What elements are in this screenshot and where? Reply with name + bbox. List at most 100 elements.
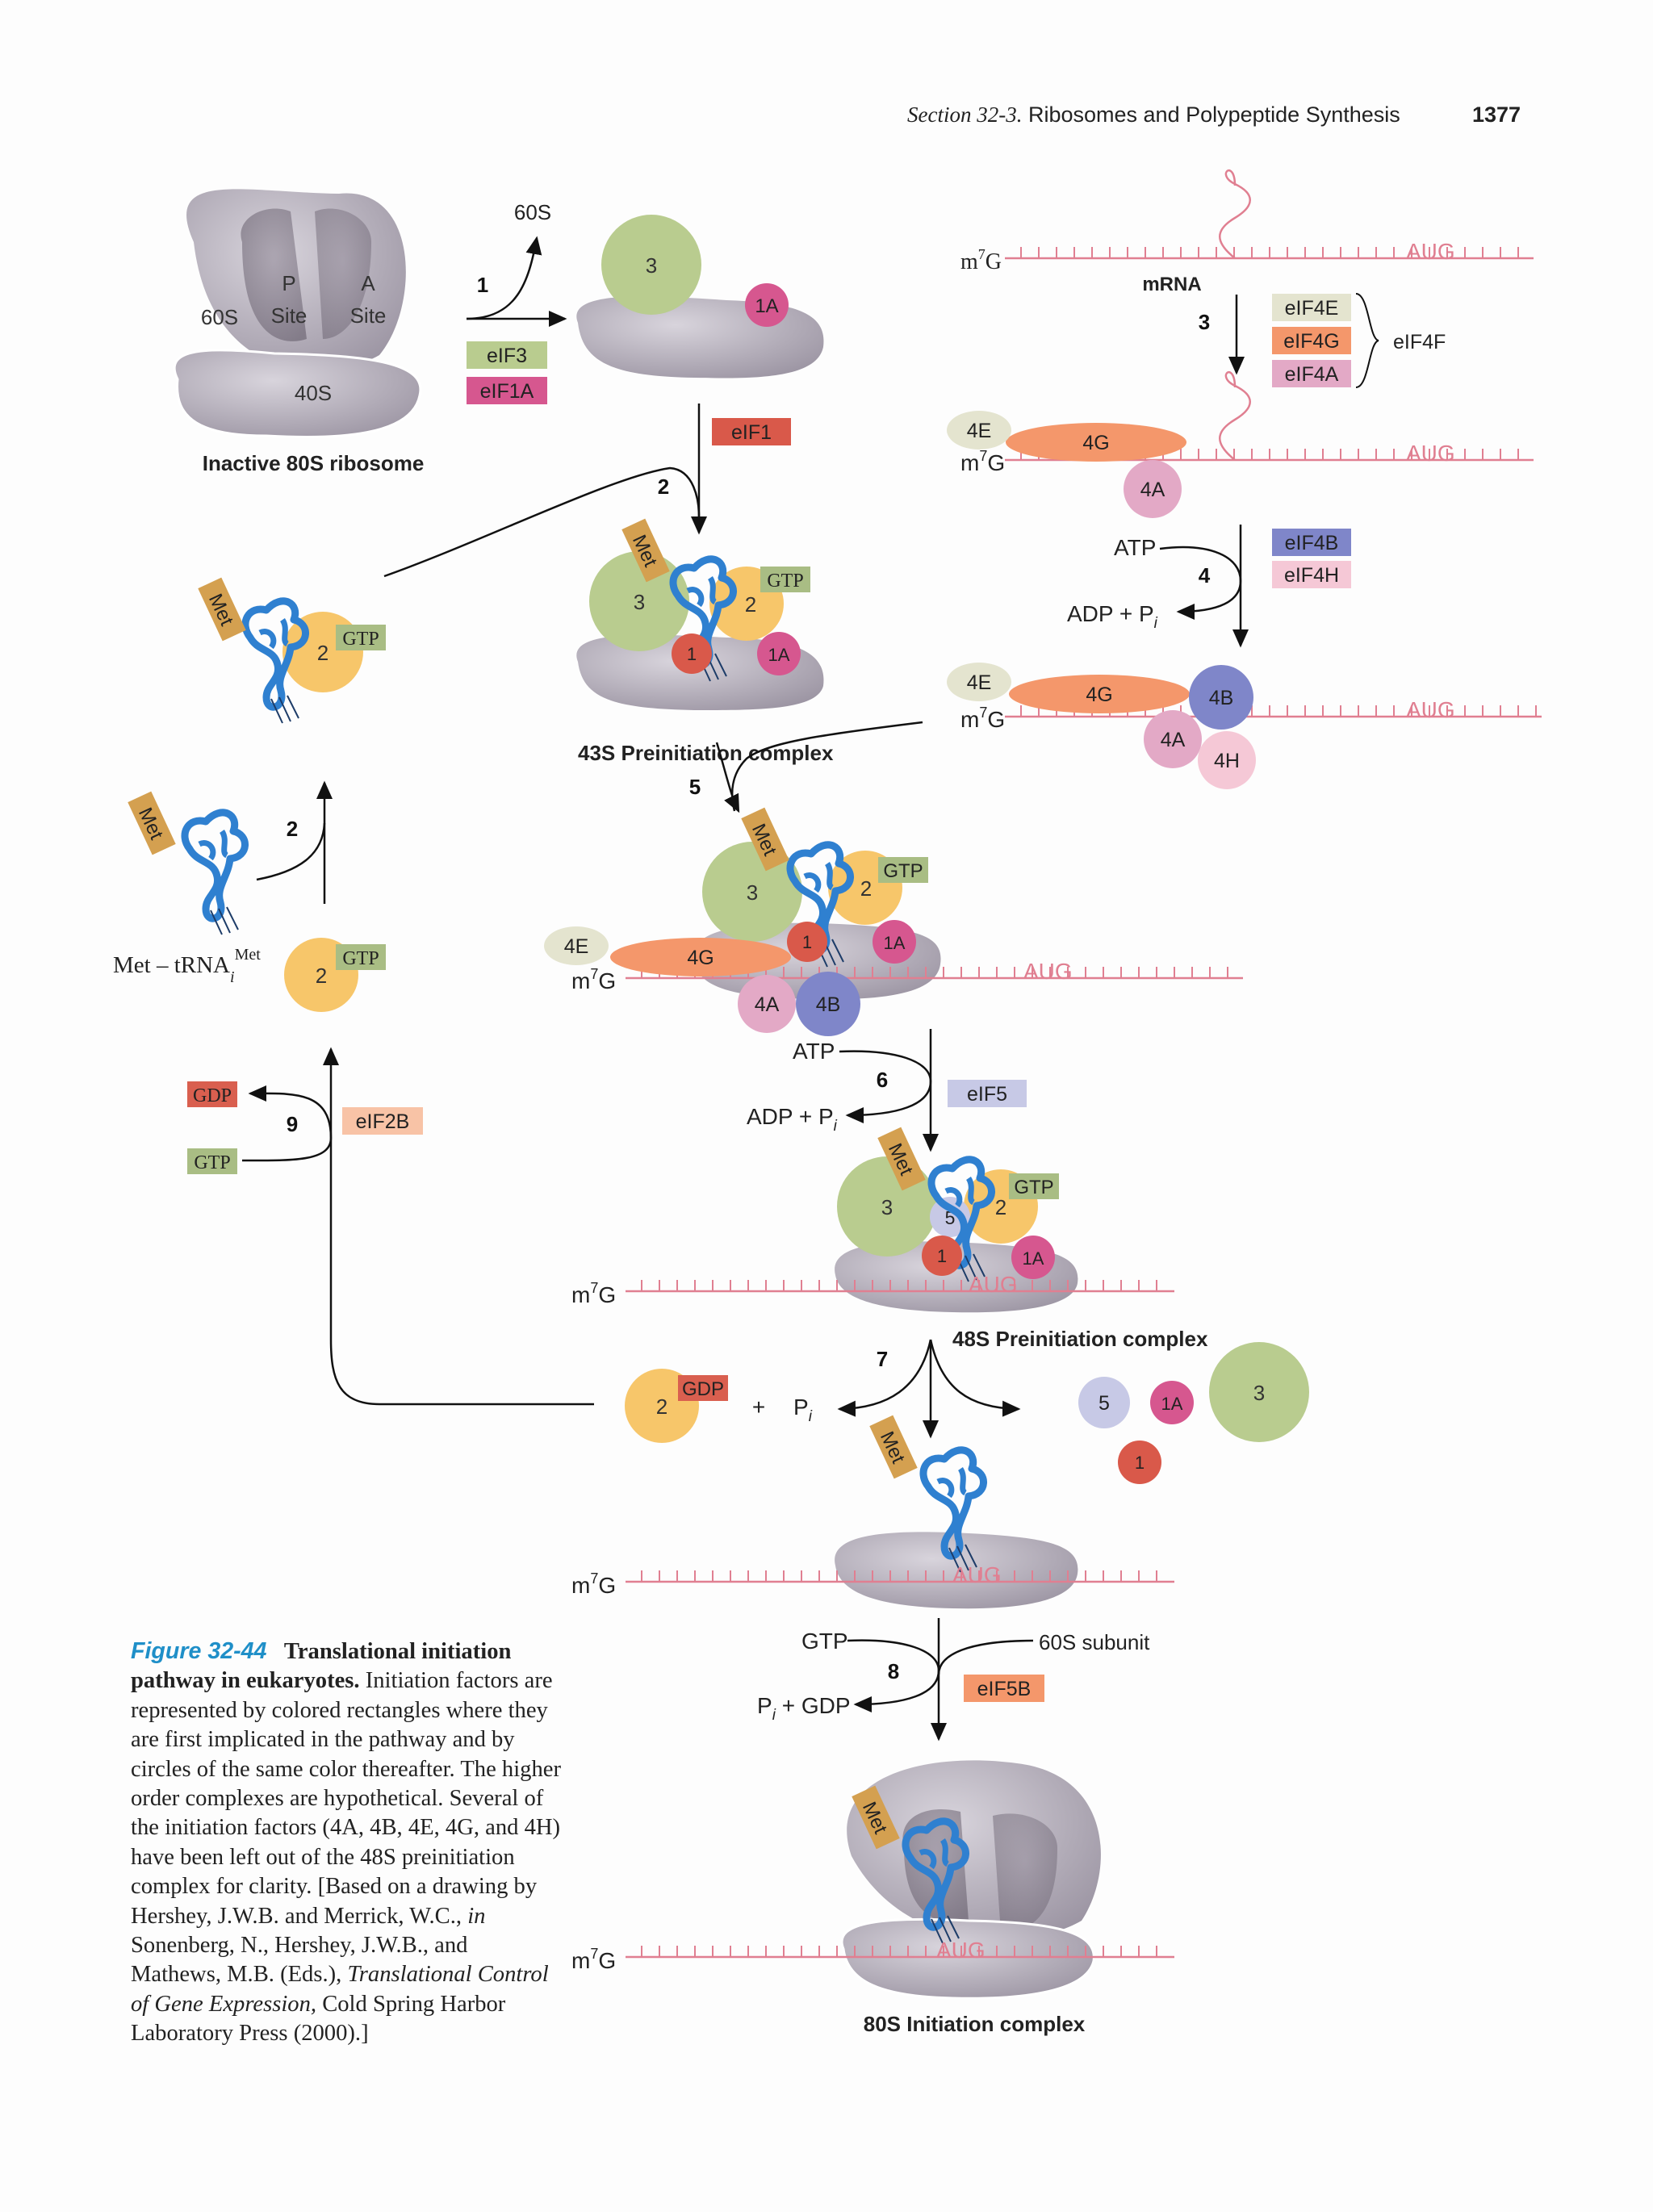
tag-gtp-label: GTP	[767, 571, 803, 592]
label-60s-released: 60S	[514, 200, 551, 224]
circle-eif4g-label: 4G	[1082, 432, 1109, 454]
circle-eif1-label: 1	[802, 932, 812, 952]
circle-eif3-label: 3	[747, 880, 758, 905]
label-met-trna: Met – tRNAiMet	[113, 946, 261, 986]
circle-eif1-label: 1	[937, 1246, 947, 1266]
step-3: 3 eIF4E eIF4G eIF4A eIF4F	[1199, 293, 1446, 388]
label-80s-initiation: 80S Initiation complex	[864, 2012, 1086, 2036]
label-60s-subunit: 60S subunit	[1039, 1630, 1150, 1654]
box-eif4e-label: eIF4E	[1285, 297, 1339, 320]
step-8: GTP Pi + GDP 60S subunit 8 eIF5B	[757, 1618, 1150, 1742]
mrna-tick-marks	[641, 1946, 1157, 1957]
label-m7g: m7G	[571, 1280, 616, 1307]
mrna-tick-marks	[1020, 247, 1519, 258]
circle-eif3-label: 3	[646, 253, 657, 278]
mrna-eif4-complete: 4G 4E 4B 4A 4H m7G AUG	[947, 663, 1542, 789]
circle-eif3	[601, 215, 701, 315]
circle-eif3-label: 3	[634, 590, 645, 614]
circle-eif2-label: 2	[745, 592, 756, 617]
step-6: ATP ADP + Pi 6 eIF5	[747, 1029, 1027, 1152]
label-m7g: m7G	[960, 246, 1002, 274]
label-m7g: m7G	[960, 448, 1005, 475]
figure-caption: Figure 32-44 Translational initiation pa…	[131, 1637, 563, 2049]
circle-eif2-label: 2	[316, 964, 327, 988]
figure-label: Figure 32-44	[131, 1638, 267, 1664]
caption-ref1: Sonenberg, N., Hershey, J.W.B., and Math…	[131, 1933, 468, 1988]
step-7: 7 2 GDP + Pi 5 1A 3 1	[625, 1339, 1309, 1484]
circle-eif5-label: 5	[1099, 1392, 1110, 1415]
box-eif1a	[467, 377, 547, 404]
label-48s: 48S Preinitiation complex	[952, 1327, 1208, 1351]
tag-gtp-label: GTP	[342, 629, 379, 650]
box-eif1-label: eIF1	[731, 421, 772, 444]
step-5: 5	[689, 721, 923, 813]
met-trna-and-eif2: Met Met – tRNAiMet 2 GTP 2	[113, 780, 386, 1012]
label-aug: AUG	[1406, 239, 1455, 264]
label-plus: +	[752, 1395, 765, 1420]
label-inactive-80s: Inactive 80S ribosome	[203, 451, 425, 475]
circle-eif1a-label: 1A	[1161, 1394, 1183, 1414]
tag-gdp-label: GDP	[682, 1378, 724, 1400]
40s-met-trna-complex: Met m7G AUG	[571, 1415, 1174, 1609]
step-9-recycling: GDP GTP 9 eIF2B	[187, 1047, 594, 1406]
box-eif3-label: eIF3	[487, 345, 527, 367]
figure-title: Translational initiation pathway in euka…	[131, 1639, 512, 1694]
trna-icon	[185, 813, 245, 935]
48s-preinitiation-complex: 3 2 GTP 5 Met 1 1A m7G AUG 48S Preinitia…	[571, 1127, 1208, 1351]
circle-eif1a-label: 1A	[884, 933, 906, 953]
ribosome-40s-subunit	[173, 349, 422, 439]
tag-met	[621, 518, 670, 583]
circle-eif2-label: 2	[860, 876, 872, 901]
label-m7g: m7G	[571, 1946, 616, 1973]
circle-eif1a-label: 1A	[768, 645, 790, 665]
header-title: Ribosomes and Polypeptide Synthesis	[1027, 102, 1400, 127]
label-atp: ATP	[793, 1039, 835, 1064]
mrna-eif4f: 4G 4E 4A m7G AUG	[947, 370, 1534, 518]
label-m7g: m7G	[571, 966, 616, 993]
label-aug: AUG	[1406, 697, 1455, 722]
label-a: A	[361, 271, 375, 295]
circle-eif4b-label: 4B	[1209, 687, 1234, 709]
step-number-4: 4	[1199, 563, 1211, 587]
circle-eif4b-label: 4B	[816, 993, 841, 1016]
box-eif4b-label: eIF4B	[1285, 532, 1339, 554]
circle-eif4a-label: 4A	[1140, 479, 1165, 501]
box-eif5b-label: eIF5B	[977, 1678, 1032, 1700]
mrna-tick-marks	[641, 1280, 1157, 1291]
label-adp-pi: ADP + Pi	[747, 1104, 838, 1135]
step-number-9: 9	[287, 1112, 298, 1136]
caption-ref2: Cold Spring Harbor Laboratory Press (200…	[131, 1991, 506, 2047]
tag-gtp-label: GTP	[342, 948, 379, 969]
43s-preinitiation-complex: 3 2 GTP Met 1 1A 43S Preinitiation compl…	[576, 518, 834, 765]
label-m7g: m7G	[960, 705, 1005, 732]
caption-in: in	[467, 1903, 486, 1929]
step-number-7: 7	[877, 1347, 888, 1371]
circle-eif4a-label: 4A	[755, 993, 780, 1016]
circle-eif1-label: 1	[687, 644, 697, 664]
box-eif5-label: eIF5	[967, 1083, 1007, 1106]
header-section: Section 32-3.	[907, 102, 1023, 127]
80s-initiation-complex: Met m7G AUG 80S Initiation complex	[571, 1760, 1174, 2036]
box-eif4h-label: eIF4H	[1284, 564, 1339, 587]
brace-icon	[1355, 293, 1379, 388]
caption-book: Translational Control of Gene Expression…	[131, 1962, 549, 2017]
tag-gtp-label: GTP	[1014, 1177, 1053, 1198]
label-pi: Pi	[793, 1395, 813, 1425]
label-eif4f: eIF4F	[1393, 331, 1446, 353]
box-eif1	[712, 418, 791, 445]
tag-gtp	[760, 567, 810, 592]
tag-gdp-label: GDP	[193, 1085, 232, 1106]
label-aug: AUG	[1406, 441, 1455, 466]
circle-eif4g-label: 4G	[1086, 684, 1112, 706]
caption-body: Initiation factors are represented by co…	[131, 1668, 561, 1929]
circle-eif3-label: 3	[1253, 1381, 1265, 1405]
label-adp-pi: ADP + Pi	[1067, 601, 1158, 632]
box-eif1a-label: eIF1A	[480, 380, 534, 403]
circle-eif4e-label: 4E	[967, 420, 992, 442]
step-number-8: 8	[888, 1659, 899, 1683]
running-header: Section 32-3. Ribosomes and Polypeptide …	[907, 102, 1400, 128]
label-aug: AUG	[1023, 959, 1073, 984]
label-40s: 40S	[295, 381, 332, 405]
circle-eif2-label: 2	[317, 641, 329, 665]
